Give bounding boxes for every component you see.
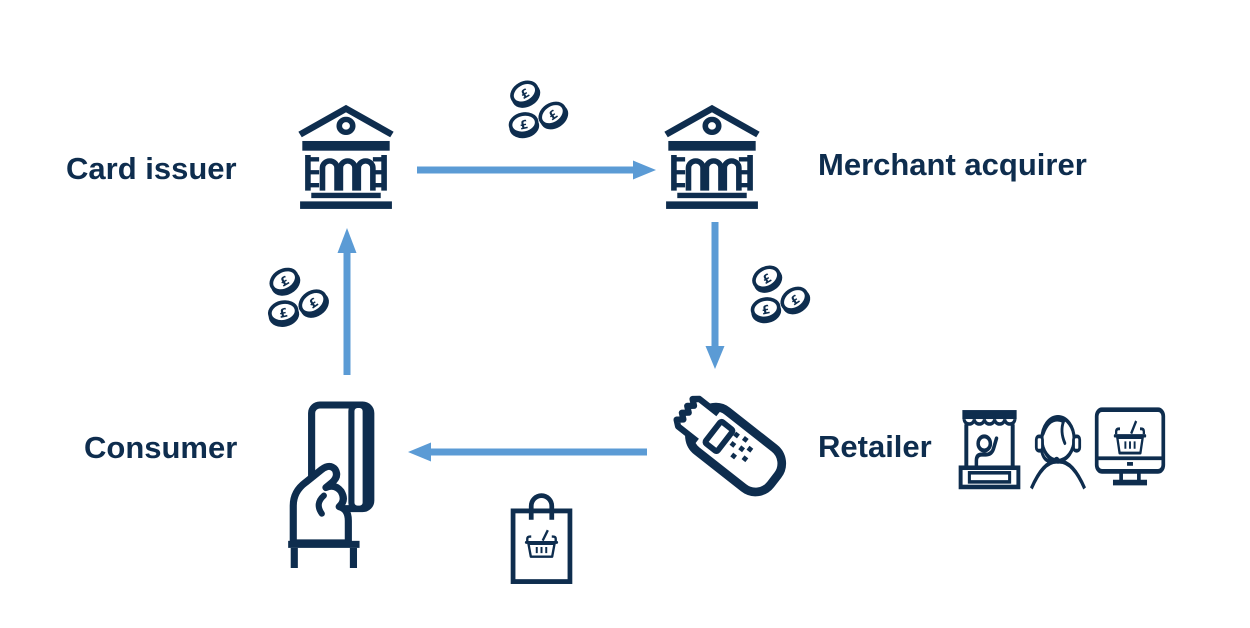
- flow-arrow-card-issuer-to-merchant-acquirer: [417, 160, 656, 180]
- flow-arrow-consumer-to-card-issuer: [337, 228, 357, 375]
- card-issuer-label: Card issuer: [66, 151, 237, 186]
- market-stall-icon: [958, 405, 1021, 490]
- consumer-label: Consumer: [84, 430, 238, 465]
- bank-icon: [656, 100, 768, 210]
- flow-arrow-retailer-to-consumer: [408, 442, 647, 462]
- bank-icon: [290, 100, 402, 210]
- coins-icon: [506, 76, 573, 141]
- payment-terminal-icon: [660, 389, 802, 507]
- coins-icon: [748, 261, 815, 326]
- shopping-bag-icon: [502, 482, 581, 588]
- online-shopping-monitor-icon: [1093, 405, 1167, 491]
- merchant-acquirer-label: Merchant acquirer: [818, 147, 1087, 182]
- retailer-label: Retailer: [818, 429, 932, 464]
- hand-holding-card-icon: [280, 399, 382, 568]
- flow-arrow-merchant-acquirer-to-retailer: [705, 222, 725, 369]
- call-center-agent-icon: [1027, 407, 1089, 491]
- coins-icon: [265, 263, 334, 330]
